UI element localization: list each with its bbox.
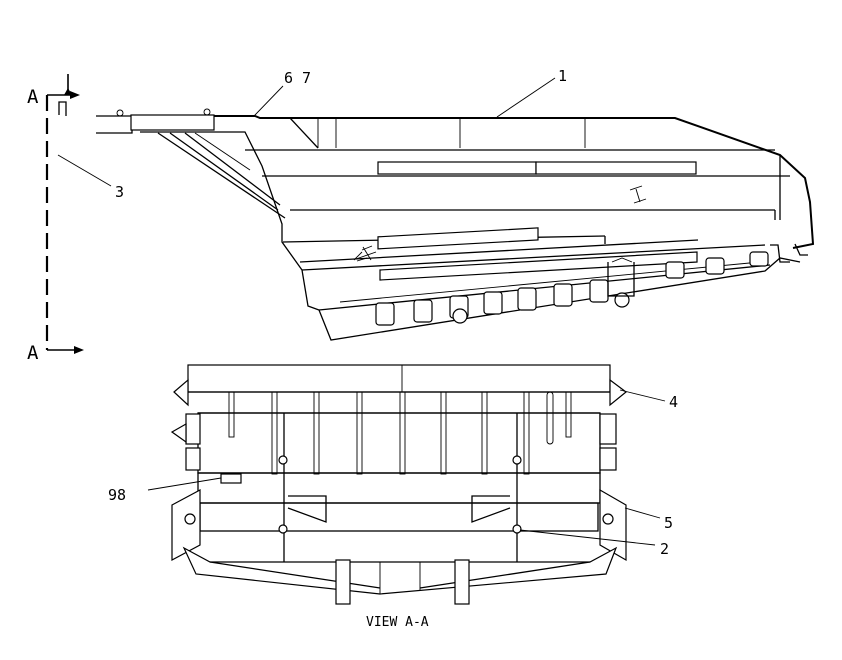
callout-3: 3 [115,183,124,201]
callout-6-7: 6 7 [284,69,311,87]
leader-6-7 [253,85,284,117]
hanger-rods [228,391,572,475]
callout-98: 98 [108,486,126,504]
callout-1: 1 [558,67,567,85]
dump-body-side-view [58,101,815,341]
leader-3 [57,154,112,187]
leader-2 [519,529,656,546]
leader-98 [147,477,222,491]
callout-4: 4 [669,393,678,411]
leader-1 [496,77,556,118]
rear-view-a-a [170,364,627,605]
callout-5: 5 [664,514,673,532]
section-label-bottom: A [27,342,39,364]
leader-4 [619,389,666,402]
section-line-a-a [45,74,84,354]
leader-5 [624,507,661,519]
beam-symbol-left [353,245,377,262]
callout-2: 2 [660,540,669,558]
view-caption: VIEW A-A [366,615,429,630]
beam-symbol-right [629,185,647,204]
section-label-top: A [27,86,39,108]
bottom-pads [375,251,769,326]
